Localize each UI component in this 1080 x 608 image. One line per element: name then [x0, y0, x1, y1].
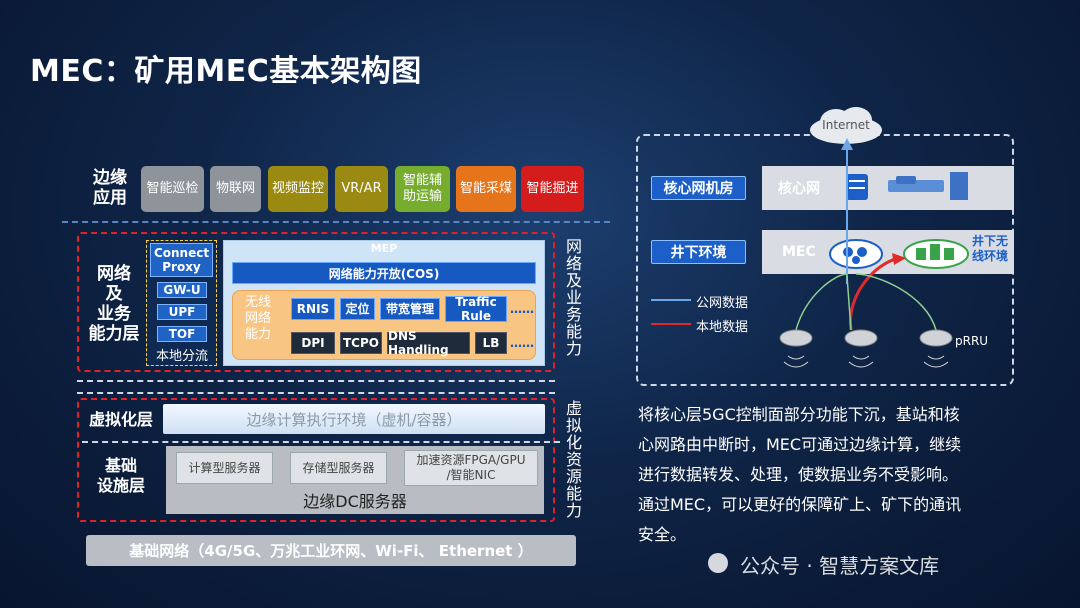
- network-layer-label: 网络 及 业务 能力层: [88, 264, 140, 344]
- mec-band: [762, 230, 1014, 274]
- app-box: VR/AR: [335, 166, 388, 212]
- underground-label: 井下环境: [651, 240, 746, 264]
- app-box: 智能巡检: [141, 166, 204, 212]
- topology-connections: [795, 138, 937, 331]
- app-box: 智能辅 助运输: [395, 166, 450, 212]
- app-box: 智能掘进: [521, 166, 584, 212]
- watermark-text: 公众号 · 智慧方案文库: [740, 554, 940, 578]
- app-box: 智能采煤: [456, 166, 516, 212]
- rnis-chip: RNIS: [291, 298, 335, 320]
- wireless-cloud-icon: [903, 239, 969, 269]
- legend-public-line: [651, 299, 691, 301]
- app-layer-label: 边缘 应用: [93, 168, 127, 208]
- compute-server: 计算型服务器: [176, 452, 273, 484]
- legend-local-label: 本地数据: [696, 320, 749, 335]
- row1-ellipsis: ……: [510, 302, 534, 316]
- mep-label: MEP: [370, 242, 398, 255]
- core-network-label: 核心网: [778, 181, 820, 197]
- description-line: 安全。: [638, 525, 687, 544]
- core-room-label: 核心网机房: [651, 176, 746, 200]
- upf-box: UPF: [157, 304, 207, 320]
- dpi-chip: DPI: [291, 332, 335, 354]
- legend-local-line: [651, 323, 691, 325]
- description-line: 进行数据转发、处理，使数据业务不受影响。: [638, 465, 959, 484]
- tcpo-chip: TCPO: [340, 332, 382, 354]
- edge-dc-label: 边缘DC服务器: [303, 492, 407, 511]
- virtual-infra-frame: [77, 398, 555, 522]
- description-text: 将核心层5GC控制面部分功能下沉，基站和核 心网路由中断时，MEC可通过边缘计算…: [638, 400, 1043, 550]
- mec-node-icon: [829, 239, 883, 269]
- description-line: 通过MEC，可以更好的保障矿上、矿下的通讯: [638, 495, 962, 514]
- network-capability-vertical-label: 网络及业务能力: [563, 238, 582, 357]
- app-box: 物联网: [210, 166, 261, 212]
- network-layer-frame: [77, 232, 555, 372]
- prru-label: pRRU: [955, 334, 989, 348]
- virtualization-layer-label: 虚拟化层: [88, 410, 153, 429]
- tof-box: TOF: [157, 326, 207, 342]
- app-divider: [62, 221, 610, 223]
- core-equipment-icon: [846, 172, 968, 200]
- gw-u-box: GW-U: [157, 282, 207, 298]
- location-chip: 定位: [340, 298, 375, 320]
- row2-ellipsis: ……: [510, 336, 534, 350]
- virtual-resource-vertical-label: 虚拟化资源能力: [563, 400, 582, 519]
- accelerator-server: 加速资源FPGA/GPU /智能NIC: [404, 450, 538, 486]
- storage-server: 存储型服务器: [290, 452, 387, 484]
- bandwidth-chip: 带宽管理: [380, 298, 440, 320]
- internet-cloud-icon: [810, 107, 882, 144]
- cos-bar: 网络能力开放(COS): [232, 262, 536, 284]
- wechat-icon: [708, 553, 728, 573]
- base-network-bar: 基础网络（4G/5G、万兆工业环网、Wi-Fi、 Ethernet ）: [86, 535, 576, 566]
- dns-handling-chip: DNS Handling: [387, 329, 470, 357]
- connect-proxy-title: Connect Proxy: [150, 243, 213, 277]
- legend-public-label: 公网数据: [696, 296, 749, 311]
- infrastructure-layer-label: 基础 设施层: [96, 456, 145, 495]
- description-line: 心网路由中断时，MEC可通过边缘计算，继续: [638, 435, 962, 454]
- separator-1: [77, 380, 555, 382]
- description-line: 将核心层5GC控制面部分功能下沉，基站和核: [638, 405, 960, 424]
- edge-execution-env: 边缘计算执行环境（虚机/容器）: [163, 404, 545, 434]
- page-title: MEC：矿用MEC基本架构图: [30, 54, 422, 89]
- app-box: 视频监控: [268, 166, 328, 212]
- separator-2: [77, 392, 555, 394]
- mec-label: MEC: [782, 244, 816, 260]
- prru-devices-icon: [779, 329, 953, 368]
- wireless-ring-label: 井下无 线环境: [972, 234, 1009, 263]
- internet-label: Internet: [822, 118, 870, 132]
- separator-3: [82, 441, 560, 443]
- traffic-rule-chip: Traffic Rule: [445, 295, 507, 323]
- lb-chip: LB: [475, 332, 507, 354]
- wireless-capability-label: 无线 网络 能力: [244, 295, 271, 342]
- local-offload-label: 本地分流: [155, 349, 208, 364]
